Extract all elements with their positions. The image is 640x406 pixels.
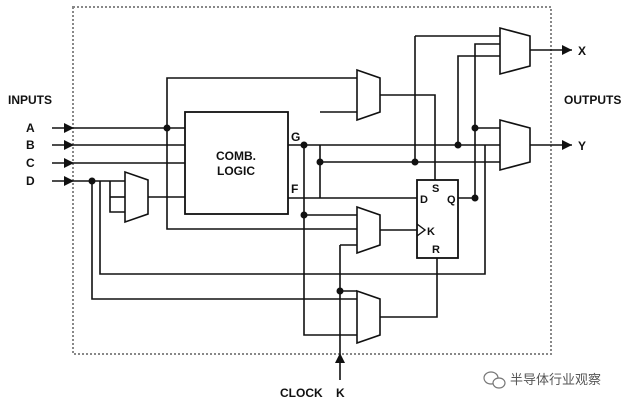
signal-f-label: F [291, 182, 298, 196]
watermark: 半导体行业观察 [483, 371, 601, 389]
arrow-d [64, 176, 74, 186]
comb-logic-line2: LOGIC [217, 164, 255, 178]
arrowheads [64, 45, 572, 363]
mux-output-y [499, 118, 531, 172]
arrow-a [64, 123, 74, 133]
mux-bottom [356, 289, 381, 345]
clock-label: CLOCK [280, 386, 323, 400]
clock-triangle [416, 223, 427, 237]
comb-logic-block [184, 111, 289, 215]
input-b-label: B [26, 138, 35, 152]
ff-s-label: S [432, 183, 439, 195]
inputs-label: INPUTS [8, 93, 52, 107]
arrow-clock [335, 353, 345, 363]
arrow-c [64, 158, 74, 168]
flip-flop-block [416, 179, 459, 259]
ff-d-label: D [420, 194, 428, 206]
clock-k-label: K [336, 386, 345, 400]
ff-r-label: R [432, 244, 440, 256]
ff-k-label: K [427, 226, 435, 238]
mux-top [356, 68, 381, 122]
arrow-y [562, 140, 572, 150]
output-x-label: X [578, 44, 586, 58]
watermark-text: 半导体行业观察 [510, 373, 601, 388]
outputs-label: OUTPUTS [564, 93, 621, 107]
arrow-b [64, 140, 74, 150]
signal-g-label: G [291, 130, 300, 144]
junction-dots [88, 124, 479, 295]
ff-q-label: Q [447, 194, 456, 206]
input-d-label: D [26, 174, 35, 188]
wechat-icon [483, 371, 506, 389]
mux-left [124, 170, 149, 224]
arrow-x [562, 45, 572, 55]
input-c-label: C [26, 156, 35, 170]
mux-output-x [499, 26, 531, 76]
comb-logic-line1: COMB. [216, 149, 256, 163]
input-a-label: A [26, 121, 35, 135]
wires [52, 35, 572, 380]
mux-clock-k [356, 205, 381, 255]
output-y-label: Y [578, 139, 586, 153]
